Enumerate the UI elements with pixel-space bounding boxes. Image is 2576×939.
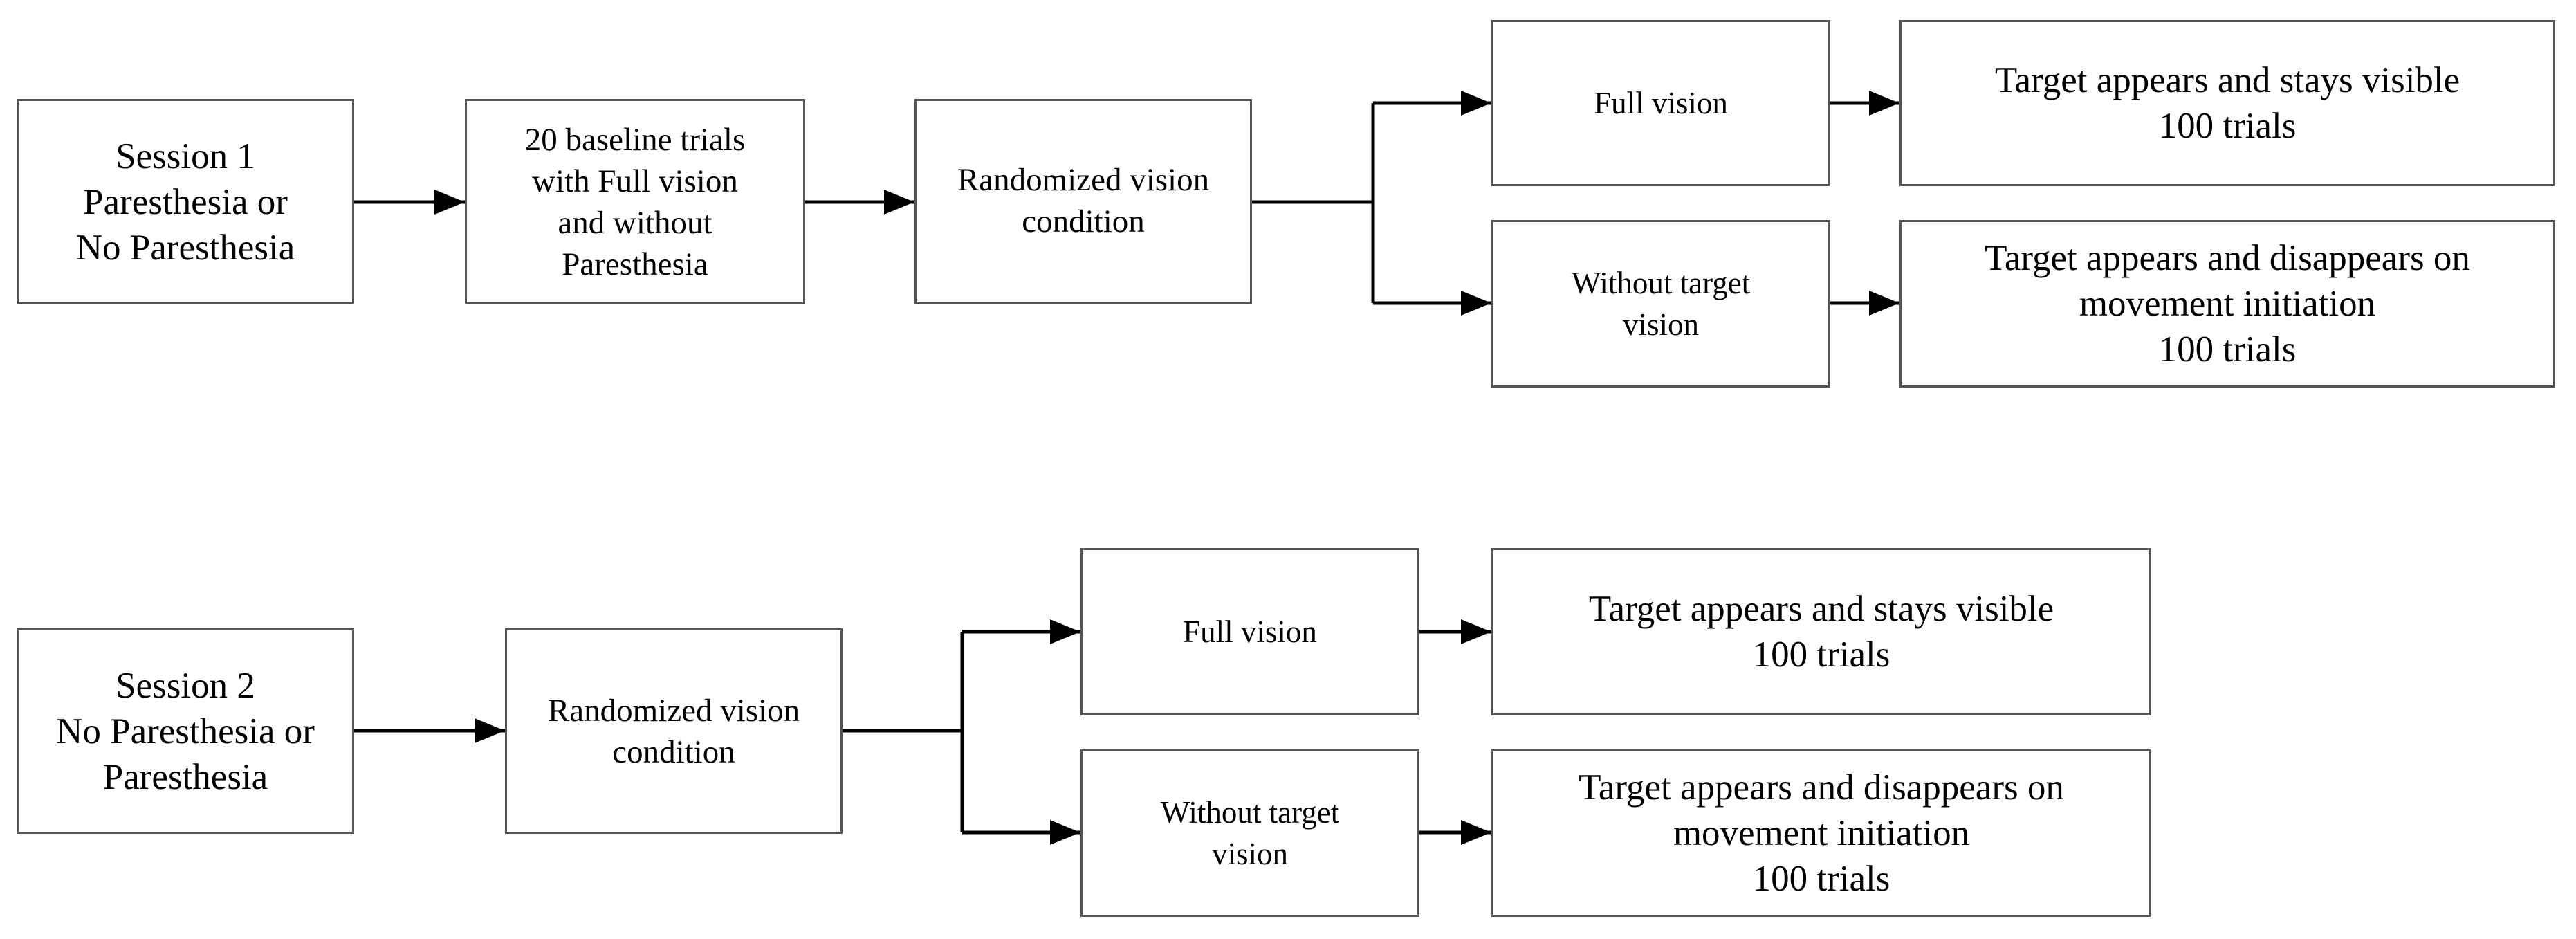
box-text-line: Session 2	[116, 665, 255, 706]
session2-randomized-box: Randomized vision condition	[505, 628, 843, 834]
box-text-line: 20 baseline trials	[524, 121, 746, 158]
box-text-line: Target appears and stays visible	[1588, 589, 2054, 629]
box-text-line: with Full vision	[532, 163, 738, 199]
session1-baseline-box: 20 baseline trials with Full vision and …	[465, 99, 805, 304]
box-text-line: 100 trials	[1752, 635, 1890, 675]
session2-full-vision-outcome-box: Target appears and stays visible 100 tri…	[1491, 548, 2151, 715]
box-text-line: Target appears and disappears on	[1579, 767, 2064, 808]
box-text-line: Target appears and stays visible	[1994, 60, 2460, 100]
box-text-line: Paresthesia	[102, 756, 268, 797]
session1-full-vision-box: Full vision	[1491, 20, 1830, 186]
box-text-line: Session 1	[116, 136, 255, 176]
session2-start-box: Session 2 No Paresthesia or Paresthesia	[17, 628, 354, 834]
box-text-line: vision	[1211, 837, 1289, 871]
box-text-line: No Paresthesia or	[56, 711, 315, 751]
session1-start-box: Session 1 Paresthesia or No Paresthesia	[17, 99, 354, 304]
box-text-line: Without target	[1160, 795, 1340, 830]
box-text-line: vision	[1622, 307, 1700, 342]
box-text-line: Randomized vision	[547, 692, 800, 729]
session2-without-target-vision-outcome-box: Target appears and disappears on movemen…	[1491, 749, 2151, 917]
box-text-line: condition	[1022, 203, 1145, 239]
box-text-line: No Paresthesia	[75, 227, 295, 268]
session1-without-target-vision-box: Without target vision	[1491, 220, 1830, 388]
box-text-line: Full vision	[1594, 86, 1728, 120]
box-text-line: Full vision	[1183, 614, 1317, 649]
session1-without-target-vision-outcome-box: Target appears and disappears on movemen…	[1899, 220, 2555, 388]
box-text-line: movement initiation	[2079, 284, 2376, 324]
box-text-line: Randomized vision	[957, 162, 1210, 198]
session2-without-target-vision-box: Without target vision	[1080, 749, 1419, 917]
box-text-line: Without target	[1571, 266, 1751, 300]
session1-randomized-box: Randomized vision condition	[914, 99, 1252, 304]
box-text-line: 100 trials	[2158, 106, 2297, 146]
box-text-line: Paresthesia	[562, 246, 708, 282]
box-text-line: Target appears and disappears on	[1985, 238, 2470, 278]
box-text-line: condition	[612, 733, 735, 770]
box-text-line: 100 trials	[2158, 329, 2297, 370]
box-text-line: 100 trials	[1752, 859, 1890, 899]
box-text-line: Paresthesia or	[83, 181, 288, 222]
session2-full-vision-box: Full vision	[1080, 548, 1419, 715]
box-text-line: and without	[558, 204, 712, 241]
session1-full-vision-outcome-box: Target appears and stays visible 100 tri…	[1899, 20, 2555, 186]
box-text-line: movement initiation	[1673, 813, 1970, 853]
